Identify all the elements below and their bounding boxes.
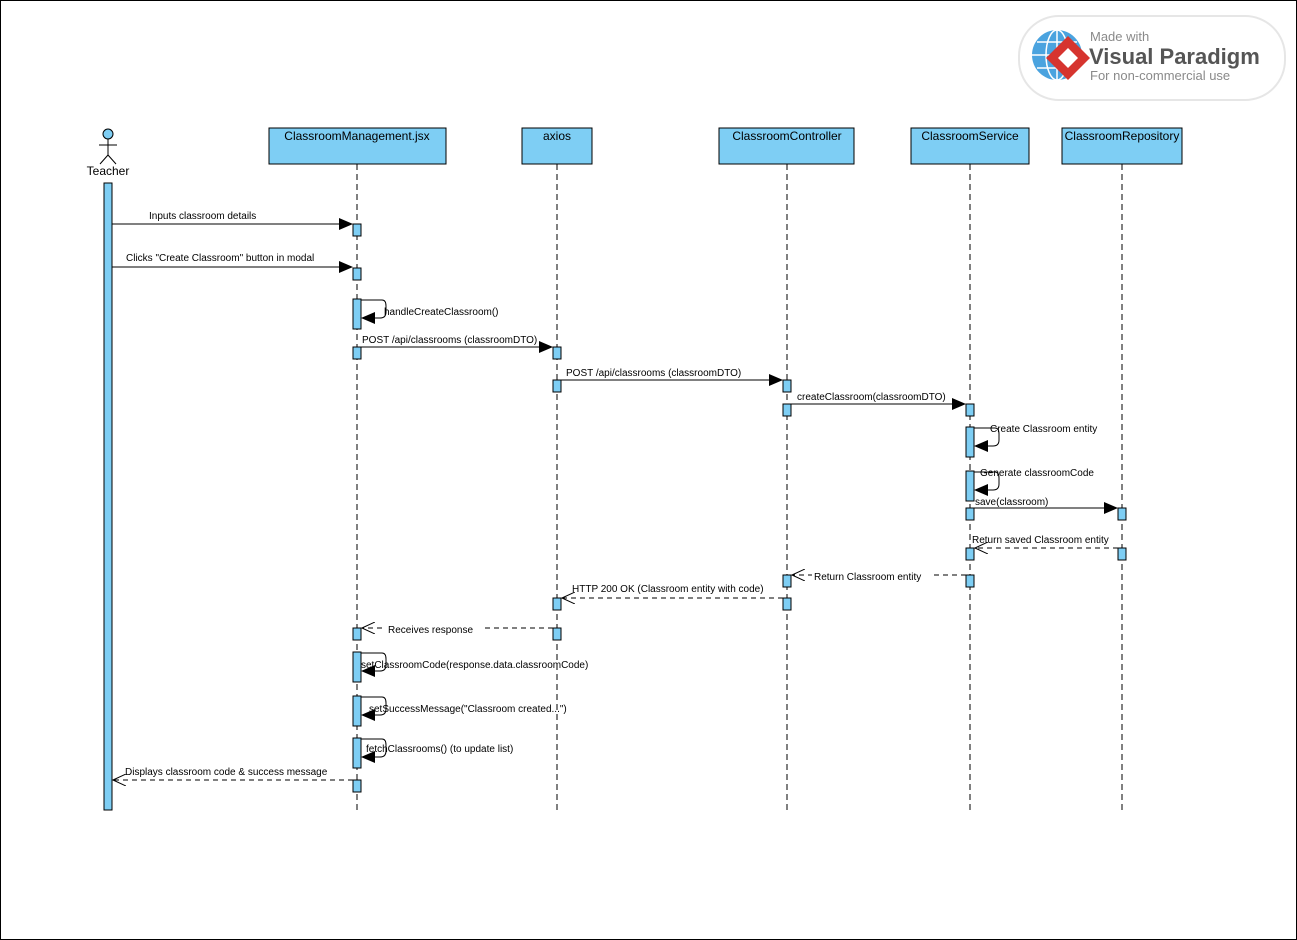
message-label-bg [386,622,482,634]
message-15-self: setSuccessMessage("Classroom created..."… [361,696,567,721]
message-label: Receives response [388,625,473,636]
lifeline-label: ClassroomService [921,129,1019,143]
lifeline-label: ClassroomController [732,129,841,143]
visual-paradigm-logo-icon [1032,29,1090,81]
activation [352,346,362,360]
actor-head-icon [102,128,114,140]
message-label: fetchClassrooms() (to update list) [366,744,513,755]
activation [352,779,362,793]
message-9: save(classroom) [974,497,1118,514]
activation [1117,507,1127,521]
message-3-self: handleCreateClassroom() [361,299,499,324]
watermark-badge [1018,15,1286,101]
activation [965,507,975,521]
actor-label: Teacher [87,164,130,178]
activation [965,547,975,561]
activation [965,426,975,458]
lifeline-axios: axios [521,127,593,810]
activation [552,346,562,360]
message-label-bg [812,569,934,581]
message-label: setClassroomCode(response.data.classroom… [361,660,588,671]
message-17-return: Displays classroom code & success messag… [113,767,353,780]
activation [965,403,975,417]
message-label: POST /api/classrooms (classroomDTO) [362,335,537,346]
activation [782,597,792,611]
message-label: Return Classroom entity [814,572,921,583]
activation [352,298,362,330]
message-6: createClassroom(classroomDTO) [791,392,966,410]
lifeline-label: axios [543,129,571,143]
activation [1117,547,1127,561]
actor-teacher: Teacher [87,128,130,811]
message-16-self: fetchClassrooms() (to update list) [361,738,513,763]
message-label: Clicks "Create Classroom" button in moda… [126,253,314,264]
activation [782,379,792,393]
lifeline-head [268,127,447,165]
activation [352,267,362,281]
lifeline-label: ClassroomRepository [1065,129,1180,143]
lifeline-classroom-repository: ClassroomRepository [1061,127,1183,810]
actor-activation [103,182,113,811]
message-label: setSuccessMessage("Classroom created..."… [369,704,567,715]
lifeline-classroom-controller: ClassroomController [718,127,855,810]
watermark-line2: Visual Paradigm [1089,44,1260,69]
message-label: Create Classroom entity [990,424,1097,435]
activation [782,403,792,417]
message-label: HTTP 200 OK (Classroom entity with code) [572,584,764,595]
lifeline-head [521,127,593,165]
message-label: handleCreateClassroom() [384,307,499,318]
activation [552,627,562,641]
message-2: Clicks "Create Classroom" button in moda… [112,253,353,273]
activation [352,695,362,727]
watermark-line1: Made with [1090,29,1149,44]
message-13-return: Receives response [362,622,553,636]
watermark: Made with Visual Paradigm For non-commer… [1018,15,1286,101]
message-8-self: Generate classroomCode [974,468,1094,496]
activation [352,737,362,769]
message-14-self: setClassroomCode(response.data.classroom… [361,652,588,677]
activations [352,223,1127,793]
message-label: Displays classroom code & success messag… [125,767,328,778]
message-7-self: Create Classroom entity [974,424,1097,452]
lifeline-label: ClassroomManagement.jsx [284,129,429,143]
message-label: Return saved Classroom entity [972,535,1109,546]
lifeline-head [1061,127,1183,165]
message-label: Inputs classroom details [149,211,256,222]
activation [352,651,362,683]
message-label: Generate classroomCode [980,468,1094,479]
activation [352,627,362,641]
message-4: POST /api/classrooms (classroomDTO) [361,335,553,353]
message-label: createClassroom(classroomDTO) [797,392,946,403]
message-label: POST /api/classrooms (classroomDTO) [566,368,741,379]
lifeline-classroom-management: ClassroomManagement.jsx [268,127,447,810]
message-label: save(classroom) [975,497,1048,508]
message-10-return: Return saved Classroom entity [972,535,1118,548]
activation [552,379,562,393]
activation [965,574,975,588]
activation [965,470,975,502]
message-12-return: HTTP 200 OK (Classroom entity with code) [562,584,783,598]
message-11-return: Return Classroom entity [792,569,966,583]
watermark-line3: For non-commercial use [1090,68,1230,83]
activation [552,597,562,611]
message-5: POST /api/classrooms (classroomDTO) [561,368,783,386]
message-1: Inputs classroom details [112,211,353,230]
activation [782,574,792,588]
lifeline-head [910,127,1030,165]
lifeline-head [718,127,855,165]
activation [352,223,362,237]
